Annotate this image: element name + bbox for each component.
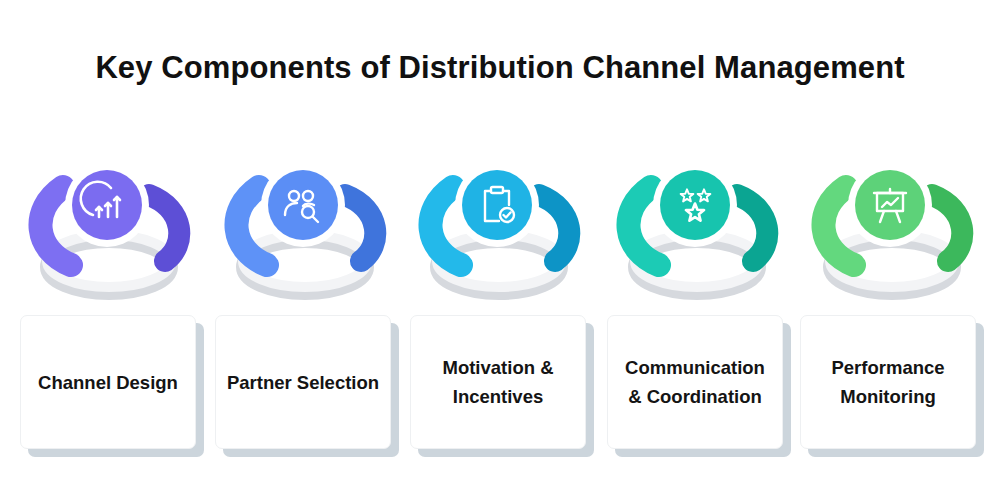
component-label: Performance Monitoring [811,353,965,411]
card-content: Communication & Coordination [618,353,772,411]
component-label: Channel Design [38,368,178,397]
card-content: Motivation & Incentives [421,353,575,411]
component-card: Communication & Coordination [607,315,783,449]
icon-badge [823,163,962,293]
component-card: Motivation & Incentives [410,315,586,449]
component-card: Partner Selection [215,315,391,449]
component-card: Performance Monitoring [800,315,976,449]
component-label: Partner Selection [227,368,379,397]
icon-badge [40,163,179,293]
icon-badge [236,163,375,293]
card-content: Partner Selection [227,368,379,397]
card-content: Performance Monitoring [811,353,965,411]
icon-badge [430,163,569,293]
card-content: Channel Design [38,368,178,397]
component-card: Channel Design [20,315,196,449]
diagram-title: Key Components of Distribution Channel M… [0,50,1000,86]
icon-badge [628,163,767,293]
component-label: Motivation & Incentives [421,353,575,411]
component-label: Communication & Coordination [618,353,772,411]
